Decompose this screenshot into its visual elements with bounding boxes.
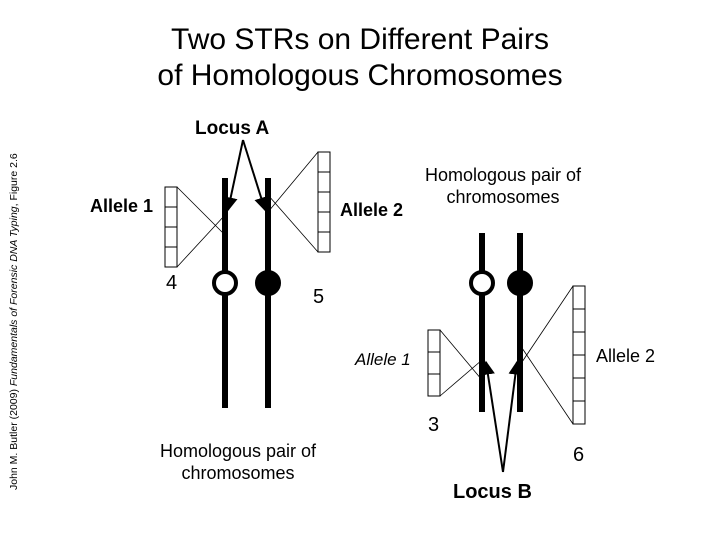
locus-b-label: Locus B (453, 481, 532, 503)
locus-b-arrows (481, 360, 523, 473)
left-pair-caption-line-2: chromosomes (181, 463, 295, 483)
locus-b-arrow-left (481, 360, 504, 473)
left-allele-1-label: Allele 1 (90, 196, 154, 216)
right-chromosome-pair (469, 233, 533, 412)
left-allele-2-label: Allele 2 (340, 200, 404, 220)
left-open-centromere (212, 270, 238, 296)
right-allele-1-label: Allele 1 (355, 350, 411, 369)
slide-title: Two STRs on Different Pairs of Homologou… (0, 22, 720, 94)
right-allele-2-repeat-count: 6 (573, 444, 585, 466)
right-allele-2-repeats (519, 285, 586, 425)
locus-a-arrow-left (223, 139, 244, 212)
title-line-2: of Homologous Chromosomes (157, 59, 563, 92)
left-pair-caption: Homologous pair of chromosomes (138, 440, 338, 484)
left-chromosome-pair (212, 178, 281, 408)
right-open-centromere (469, 270, 495, 296)
locus-a-arrows (223, 139, 268, 212)
left-closed-centromere (255, 270, 281, 296)
locus-a-arrow-right (242, 139, 268, 212)
right-pair-caption-line-2: chromosomes (446, 187, 560, 207)
right-allele-1-repeats (427, 329, 483, 397)
left-pair-caption-line-1: Homologous pair of (159, 441, 317, 461)
right-pair-caption-line-1: Homologous pair of (424, 165, 582, 185)
left-allele-2-repeats (267, 151, 331, 253)
right-allele-2-label: Allele 2 (596, 346, 656, 366)
right-allele-1-repeat-count: 3 (428, 414, 440, 436)
left-allele-1-repeats (164, 186, 226, 268)
right-pair-caption: Homologous pair of chromosomes (398, 164, 608, 208)
right-closed-centromere (507, 270, 533, 296)
locus-b-arrow-right (502, 360, 523, 473)
locus-a-label: Locus A (195, 118, 270, 139)
title-line-1: Two STRs on Different Pairs (171, 23, 549, 56)
left-allele-2-repeat-count: 5 (313, 286, 325, 308)
left-allele-1-repeat-count: 4 (166, 272, 178, 294)
